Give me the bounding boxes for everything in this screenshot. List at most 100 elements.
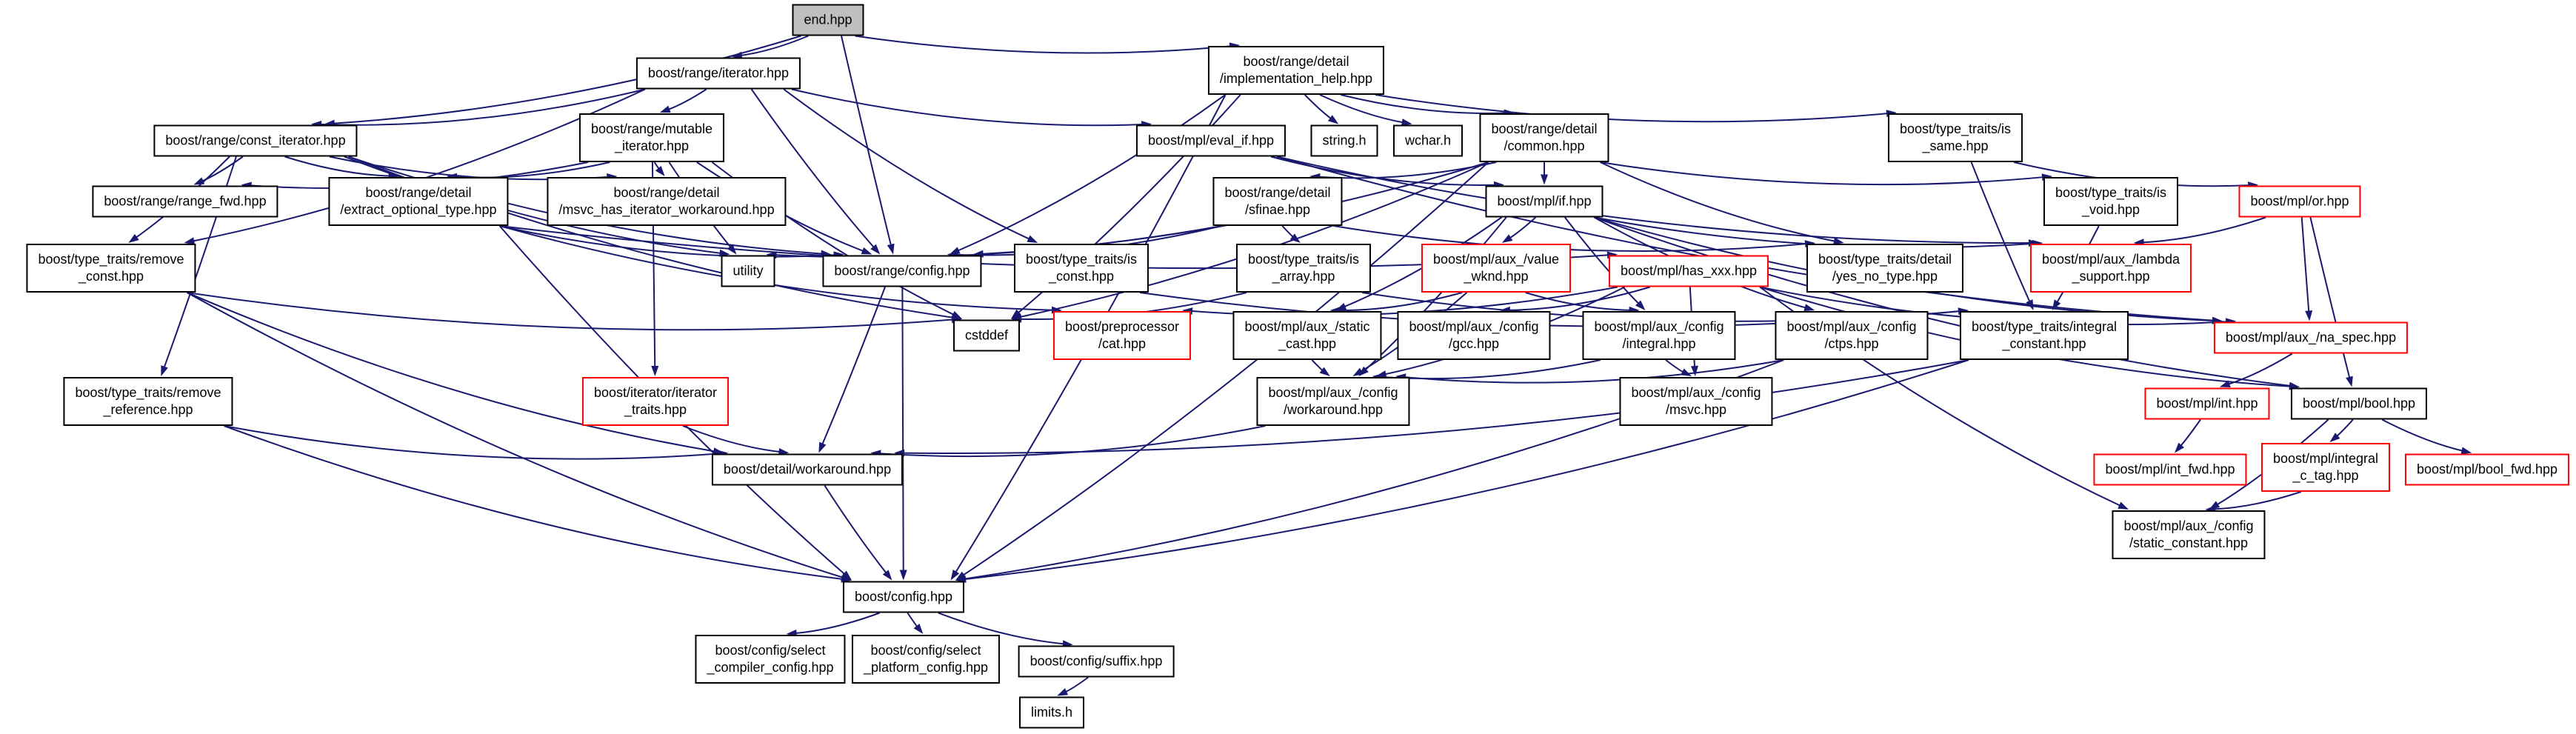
node-label: boost/type_traits/is	[1899, 121, 2012, 136]
node-label: boost/range/iterator.hpp	[647, 65, 790, 81]
node-cfg-msvc[interactable]: boost/mpl/aux_/config/msvc.hpp	[1619, 377, 1773, 426]
include-edge-impl-help-to-wchar-h	[1319, 94, 1405, 124]
edge-arrowhead	[861, 247, 872, 255]
edge-arrowhead	[2346, 376, 2353, 387]
node-range-fwd[interactable]: boost/range/range_fwd.hpp	[92, 185, 278, 218]
node-yes-no-type[interactable]: boost/type_traits/detail/yes_no_type.hpp	[1806, 244, 1964, 293]
node-select-platform[interactable]: boost/config/select_platform_config.hpp	[851, 635, 1001, 684]
node-string-h[interactable]: string.h	[1310, 124, 1378, 157]
include-edge-impl-help-to-is-same	[1375, 94, 1890, 123]
node-label: _cast.hpp	[1278, 336, 1337, 351]
node-mpl-if[interactable]: boost/mpl/if.hpp	[1485, 185, 1604, 218]
include-edge-const-iterator-to-range-fwd	[200, 156, 244, 183]
node-label: boost/mpl/aux_/lambda	[2041, 252, 2180, 267]
edge-arrowhead	[899, 570, 907, 581]
edge-arrowhead	[184, 237, 196, 245]
node-is-const[interactable]: boost/type_traits/is_const.hpp	[1013, 244, 1149, 293]
node-label: boost/config/suffix.hpp	[1030, 653, 1163, 669]
node-cfg-workaround[interactable]: boost/mpl/aux_/config/workaround.hpp	[1256, 377, 1410, 426]
node-bool-fwd[interactable]: boost/mpl/bool_fwd.hpp	[2404, 453, 2570, 486]
node-limits-h[interactable]: limits.h	[1018, 696, 1085, 729]
include-edge-range-iterator-to-mutable-iterator	[666, 88, 707, 111]
edge-arrowhead	[193, 177, 205, 185]
node-cfg-integral[interactable]: boost/mpl/aux_/config/integral.hpp	[1582, 311, 1736, 360]
node-eval-if[interactable]: boost/mpl/eval_if.hpp	[1135, 124, 1287, 157]
node-wchar-h[interactable]: wchar.h	[1392, 124, 1464, 157]
edge-arrowhead	[882, 570, 892, 581]
node-impl-help[interactable]: boost/range/detail/implementation_help.h…	[1207, 46, 1385, 95]
include-edge-impl-help-to-range-config	[955, 94, 1226, 253]
node-iterator-traits[interactable]: boost/iterator/iterator_traits.hpp	[581, 377, 730, 426]
node-label: boost/mpl/integral	[2272, 451, 2379, 466]
node-utility[interactable]: utility	[721, 255, 775, 287]
node-range-config[interactable]: boost/range/config.hpp	[822, 255, 982, 287]
node-remove-reference[interactable]: boost/type_traits/remove_reference.hpp	[63, 377, 233, 426]
node-label: boost/type_traits/detail	[1818, 252, 1952, 267]
include-edge-mpl-if-to-cfg-integral	[1564, 216, 1641, 306]
edge-arrowhead	[1352, 367, 1364, 376]
node-is-void[interactable]: boost/type_traits/is_void.hpp	[2043, 177, 2179, 226]
node-mpl-bool[interactable]: boost/mpl/bool.hpp	[2290, 387, 2428, 420]
node-sfinae[interactable]: boost/range/detail/sfinae.hpp	[1212, 177, 1343, 226]
node-label: boost/mpl/aux_/config	[1594, 319, 1724, 334]
node-label: boost/type_traits/is	[2055, 185, 2167, 200]
node-label: /extract_optional_type.hpp	[340, 202, 497, 217]
node-label: boost/config.hpp	[854, 589, 953, 604]
node-label: boost/range/range_fwd.hpp	[104, 193, 267, 209]
node-lambda-support[interactable]: boost/mpl/aux_/lambda_support.hpp	[2029, 244, 2192, 293]
node-mpl-int[interactable]: boost/mpl/int.hpp	[2144, 387, 2270, 420]
edge-arrowhead	[870, 244, 881, 255]
include-edge-remove-const-to-cstddef	[187, 292, 955, 331]
node-remove-const[interactable]: boost/type_traits/remove_const.hpp	[26, 244, 196, 293]
node-label: boost/range/detail	[613, 185, 720, 200]
include-edge-extract-optional-to-range-config	[499, 225, 837, 258]
node-label: _array.hpp	[1272, 269, 1335, 284]
edge-arrowhead	[949, 247, 961, 255]
include-edge-mpl-if-to-mpl-bool	[1594, 216, 2293, 387]
node-has-xxx[interactable]: boost/mpl/has_xxx.hpp	[1608, 255, 1769, 287]
node-label: /ctps.hpp	[1824, 336, 1879, 351]
node-cfg-static-constant[interactable]: boost/mpl/aux_/config/static_constant.hp…	[2112, 510, 2266, 559]
edge-arrowhead	[1635, 300, 1646, 310]
node-label: boost/range/config.hpp	[834, 263, 970, 278]
node-static-cast-hpp[interactable]: boost/mpl/aux_/static_cast.hpp	[1232, 311, 1382, 360]
node-int-fwd[interactable]: boost/mpl/int_fwd.hpp	[2093, 453, 2247, 486]
node-na-spec[interactable]: boost/mpl/aux_/na_spec.hpp	[2213, 321, 2409, 354]
edge-arrowhead	[2219, 380, 2231, 388]
node-label: boost/type_traits/is	[1247, 252, 1360, 267]
node-detail-workaround[interactable]: boost/detail/workaround.hpp	[711, 453, 904, 486]
edge-arrowhead	[887, 243, 895, 255]
node-extract-optional[interactable]: boost/range/detail/extract_optional_type…	[328, 177, 509, 226]
node-label: boost/config/select	[870, 643, 981, 658]
node-label: boost/mpl/int_fwd.hpp	[2105, 461, 2235, 477]
node-value-wknd[interactable]: boost/mpl/aux_/value_wknd.hpp	[1421, 244, 1572, 293]
node-label: boost/config/select	[715, 643, 826, 658]
include-edge-integral-c-tag-to-cfg-static-constant	[2212, 491, 2302, 510]
node-integral-constant[interactable]: boost/type_traits/integral_constant.hpp	[1959, 311, 2129, 360]
include-edge-range-iterator-to-eval-if	[791, 88, 1145, 127]
edge-arrowhead	[818, 441, 827, 453]
node-const-iterator[interactable]: boost/range/const_iterator.hpp	[153, 124, 358, 157]
node-boost-config[interactable]: boost/config.hpp	[842, 581, 965, 613]
node-suffix[interactable]: boost/config/suffix.hpp	[1018, 645, 1175, 678]
node-cstddef[interactable]: cstddef	[952, 319, 1021, 352]
node-is-array[interactable]: boost/type_traits/is _array.hpp	[1235, 244, 1372, 293]
node-cfg-gcc[interactable]: boost/mpl/aux_/config/gcc.hpp	[1397, 311, 1551, 360]
node-label: /msvc_has_iterator_workaround.hpp	[558, 202, 775, 217]
node-msvc-has-iter[interactable]: boost/range/detail/msvc_has_iterator_wor…	[547, 177, 787, 226]
node-mpl-or[interactable]: boost/mpl/or.hpp	[2238, 185, 2361, 218]
node-integral-c-tag[interactable]: boost/mpl/integral_c_tag.hpp	[2260, 443, 2391, 492]
node-is-same[interactable]: boost/type_traits/is_same.hpp	[1887, 113, 2023, 162]
include-edge-mpl-bool-to-integral-c-tag	[2335, 418, 2354, 438]
node-select-compiler[interactable]: boost/config/select_compiler_config.hpp	[695, 635, 846, 684]
node-label: boost/mpl/if.hpp	[1497, 193, 1592, 209]
node-label: cstddef	[964, 327, 1009, 343]
include-edge-range-iterator-to-is-const	[783, 88, 1032, 241]
node-common[interactable]: boost/range/detail/common.hpp	[1479, 113, 1609, 162]
node-cfg-ctps[interactable]: boost/mpl/aux_/config/ctps.hpp	[1775, 311, 1929, 360]
node-mutable-iterator[interactable]: boost/range/mutable_iterator.hpp	[578, 113, 725, 162]
include-edge-common-to-is-void	[1600, 161, 2046, 186]
node-pp-cat[interactable]: boost/preprocessor/cat.hpp	[1052, 311, 1192, 360]
node-range-iterator[interactable]: boost/range/iterator.hpp	[635, 57, 801, 90]
node-label: /yes_no_type.hpp	[1832, 269, 1938, 284]
